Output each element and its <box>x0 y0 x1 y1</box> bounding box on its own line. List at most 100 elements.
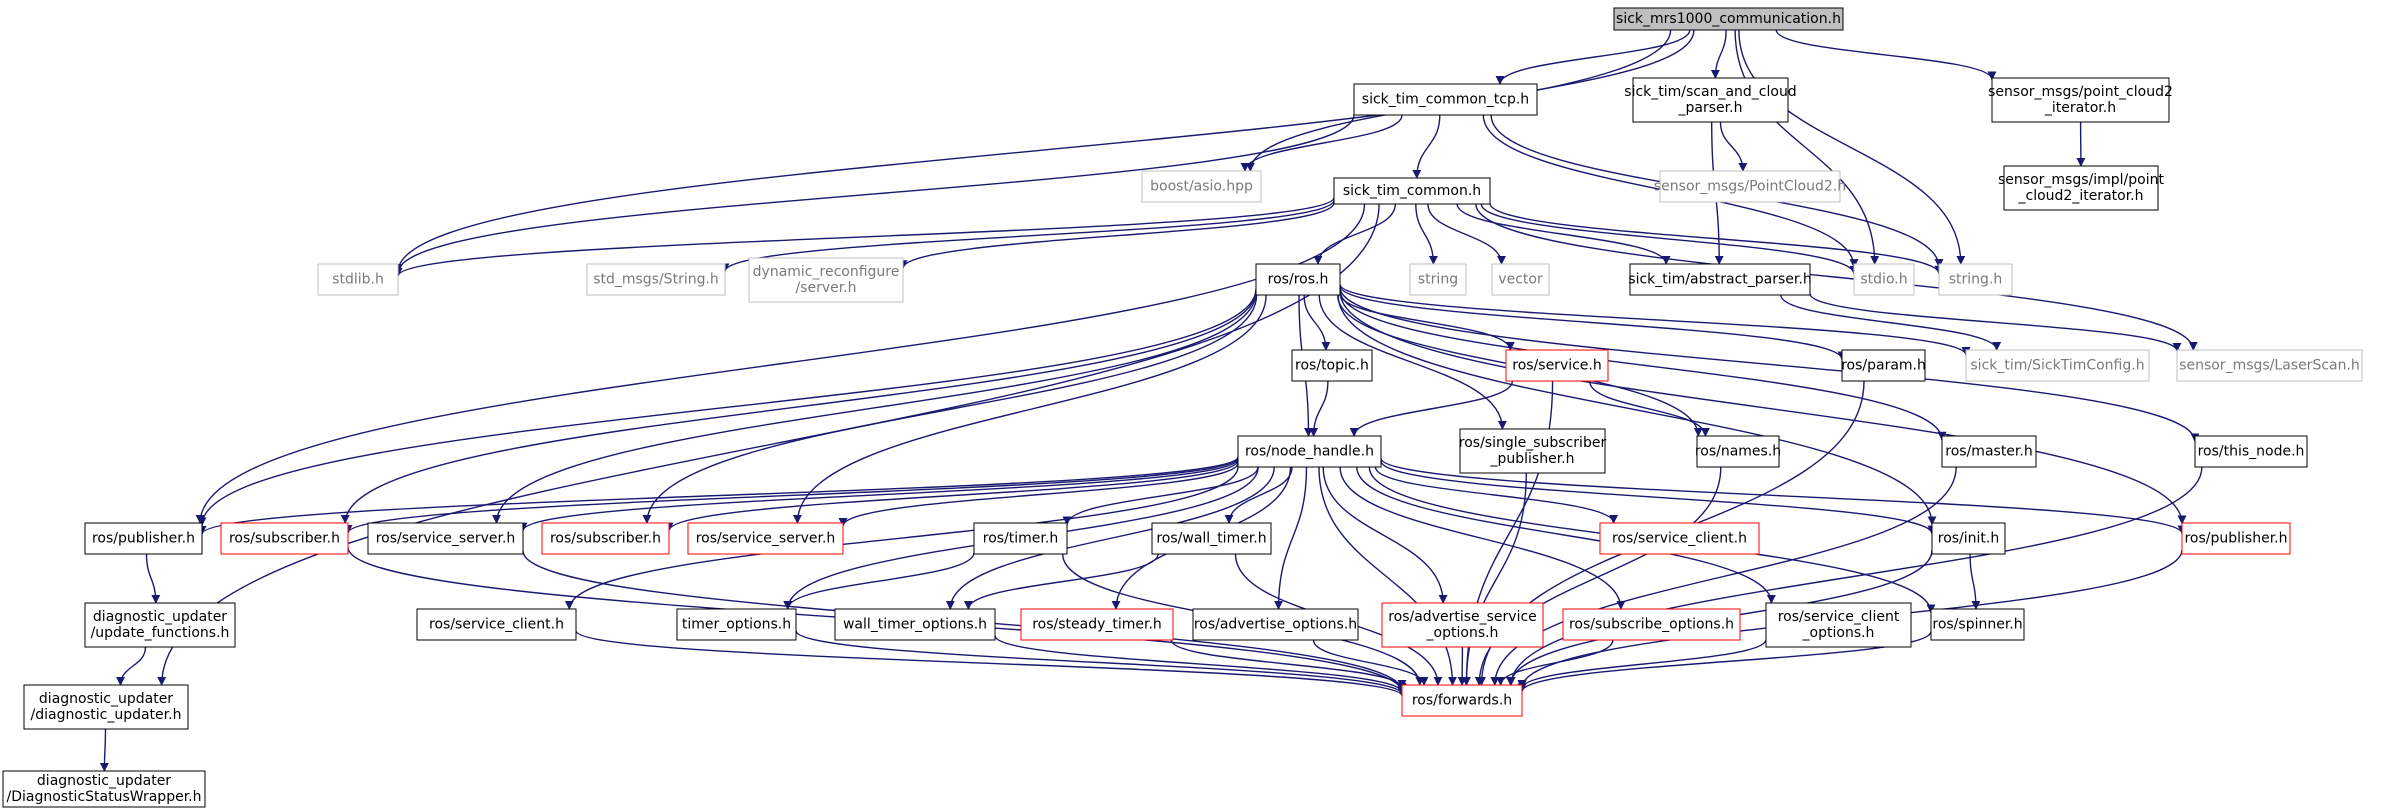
node-srvserverB[interactable]: ros/service_server.h <box>687 522 844 555</box>
node-boostasio[interactable]: boost/asio.hpp <box>1141 170 1262 203</box>
node-updfunc[interactable]: diagnostic_updater/update_functions.h <box>84 602 236 648</box>
node-timer[interactable]: ros/timer.h <box>973 522 1068 555</box>
node-common[interactable]: sick_tim_common.h <box>1333 177 1491 205</box>
node-diagwrap[interactable]: diagnostic_updater/DiagnosticStatusWrapp… <box>2 770 206 808</box>
node-label-singlesub-line0: ros/single_subscriber <box>1459 435 1607 451</box>
node-timconfig[interactable]: sick_tim/SickTimConfig.h <box>1965 349 2150 382</box>
node-box-singlesub <box>1459 428 1606 474</box>
node-box-diagwrap <box>2 770 206 808</box>
node-box-init <box>1931 522 2006 555</box>
node-stringh[interactable]: string.h <box>1938 263 2013 296</box>
node-tcp[interactable]: sick_tim_common_tcp.h <box>1353 83 1538 116</box>
node-label-subscriberB: ros/subscriber.h <box>550 531 661 547</box>
node-pc2implit[interactable]: sensor_msgs/impl/point_cloud2_iterator.h <box>1998 165 2164 211</box>
node-steadytimer[interactable]: ros/steady_timer.h <box>1020 608 1174 641</box>
edge-nodehandle-to-advsrvopts <box>1322 466 1448 604</box>
node-label-updfunc-line1: /update_functions.h <box>91 625 230 641</box>
edge-rosh-to-publisherA <box>197 288 1257 527</box>
node-box-abstract <box>1629 263 1811 296</box>
edge-service-to-names <box>1588 380 1710 437</box>
node-label-boostasio: boost/asio.hpp <box>1150 179 1253 195</box>
node-advsrvopts[interactable]: ros/advertise_service_options.h <box>1381 602 1544 648</box>
node-label-timer: ros/timer.h <box>983 531 1058 547</box>
edge-topic-to-nodehandle <box>1309 380 1329 437</box>
node-advopts[interactable]: ros/advertise_options.h <box>1192 608 1359 641</box>
node-box-subscriberA <box>220 522 349 555</box>
edge-updfunc-to-diagupd <box>116 646 147 686</box>
node-label-dynreconf-line1: /server.h <box>795 280 856 296</box>
node-label-advsrvopts-line0: ros/advertise_service <box>1388 609 1537 625</box>
node-subscriberA[interactable]: ros/subscriber.h <box>220 522 349 555</box>
node-label-service: ros/service.h <box>1512 358 1602 374</box>
node-names[interactable]: ros/names.h <box>1695 435 1781 468</box>
node-srvclientB[interactable]: ros/service_client.h <box>416 608 577 641</box>
node-service[interactable]: ros/service.h <box>1505 349 1609 382</box>
node-srvclientR[interactable]: ros/service_client.h <box>1599 522 1760 555</box>
node-label-walltimer: ros/wall_timer.h <box>1156 531 1266 547</box>
node-label-laserscan: sensor_msgs/LaserScan.h <box>2179 358 2360 374</box>
node-scanparser[interactable]: sick_tim/scan_and_cloud_parser.h <box>1624 77 1797 123</box>
edge-rosh-to-topic <box>1303 294 1331 351</box>
node-walltimeropts[interactable]: wall_timer_options.h <box>834 608 996 641</box>
node-label-pc2implit-line1: _cloud2_iterator.h <box>2018 188 2144 204</box>
edge-nodehandle-to-subscriberA <box>343 457 1239 534</box>
node-label-param: ros/param.h <box>1841 358 1926 374</box>
node-singlesub[interactable]: ros/single_subscriber_publisher.h <box>1459 428 1607 474</box>
edge-common-to-vector <box>1427 203 1506 265</box>
node-subopts[interactable]: ros/subscribe_options.h <box>1562 608 1741 641</box>
node-string[interactable]: string <box>1409 263 1467 296</box>
node-label-init: ros/init.h <box>1938 531 2000 547</box>
node-topic[interactable]: ros/topic.h <box>1291 349 1373 382</box>
node-stdio[interactable]: stdio.h <box>1853 263 1915 296</box>
node-forwards[interactable]: ros/forwards.h <box>1401 684 1523 717</box>
node-thisnode[interactable]: ros/this_node.h <box>2194 435 2308 468</box>
node-box-root <box>1613 7 1844 31</box>
edge-rosh-to-subscriberA <box>340 290 1257 524</box>
node-label-updfunc-line0: diagnostic_updater <box>93 609 227 625</box>
edge-rosh-to-srvserverB <box>792 294 1267 524</box>
edge-nodehandle-to-srvserverB <box>838 462 1239 527</box>
node-init[interactable]: ros/init.h <box>1931 522 2006 555</box>
edge-master-to-forwards <box>1490 466 1957 686</box>
node-label-srvserverB: ros/service_server.h <box>696 531 836 547</box>
node-box-service <box>1505 349 1609 382</box>
node-publisherR[interactable]: ros/publisher.h <box>2181 522 2291 555</box>
node-label-singlesub-line1: _publisher.h <box>1490 451 1575 467</box>
node-walltimer[interactable]: ros/wall_timer.h <box>1151 522 1272 555</box>
node-stdstring[interactable]: std_msgs/String.h <box>586 263 726 296</box>
node-label-diagwrap-line1: /DiagnosticStatusWrapper.h <box>6 789 201 805</box>
edge-root-to-tcp <box>1495 29 1691 85</box>
node-timeropts[interactable]: timer_options.h <box>676 608 797 641</box>
node-param[interactable]: ros/param.h <box>1841 349 1926 382</box>
node-box-srvserverB <box>687 522 844 555</box>
node-label-walltimeropts: wall_timer_options.h <box>843 617 987 633</box>
node-srvclientopts[interactable]: ros/service_client_options.h <box>1765 602 1912 648</box>
node-label-pointcloud2: sensor_msgs/PointCloud2.h <box>1654 179 1846 195</box>
node-publisherA[interactable]: ros/publisher.h <box>84 522 203 555</box>
node-label-pc2iter-line0: sensor_msgs/point_cloud2 <box>1988 84 2173 100</box>
node-abstract[interactable]: sick_tim/abstract_parser.h <box>1628 263 1812 296</box>
node-laserscan[interactable]: sensor_msgs/LaserScan.h <box>2176 349 2363 382</box>
node-label-tcp: sick_tim_common_tcp.h <box>1362 92 1529 108</box>
node-srvserverA[interactable]: ros/service_server.h <box>367 522 524 555</box>
node-stdlib[interactable]: stdlib.h <box>317 263 399 296</box>
node-pc2iter[interactable]: sensor_msgs/point_cloud2_iterator.h <box>1988 77 2173 123</box>
edge-srvclientB-to-forwards <box>575 630 1407 697</box>
node-label-advopts: ros/advertise_options.h <box>1194 617 1357 633</box>
node-spinner[interactable]: ros/spinner.h <box>1930 608 2025 641</box>
node-label-srvclientopts-line1: _options.h <box>1802 625 1875 641</box>
node-pointcloud2[interactable]: sensor_msgs/PointCloud2.h <box>1654 170 1846 203</box>
node-box-publisherR <box>2181 522 2291 555</box>
node-vector[interactable]: vector <box>1491 263 1550 296</box>
node-nodehandle[interactable]: ros/node_handle.h <box>1237 435 1382 468</box>
node-box-pointcloud2 <box>1659 170 1841 203</box>
edge-nodehandle-to-forwards <box>1318 466 1457 686</box>
edge-nodehandle-to-publisherA <box>197 456 1239 535</box>
node-diagupd[interactable]: diagnostic_updater/diagnostic_updater.h <box>23 684 189 730</box>
node-master[interactable]: ros/master.h <box>1941 435 2037 468</box>
node-box-updfunc <box>84 602 236 648</box>
node-dynreconf[interactable]: dynamic_reconfigure/server.h <box>748 257 904 303</box>
edge-timer-to-timeropts <box>783 552 975 610</box>
node-rosh[interactable]: ros/ros.h <box>1255 263 1341 296</box>
node-subscriberB[interactable]: ros/subscriber.h <box>541 522 670 555</box>
